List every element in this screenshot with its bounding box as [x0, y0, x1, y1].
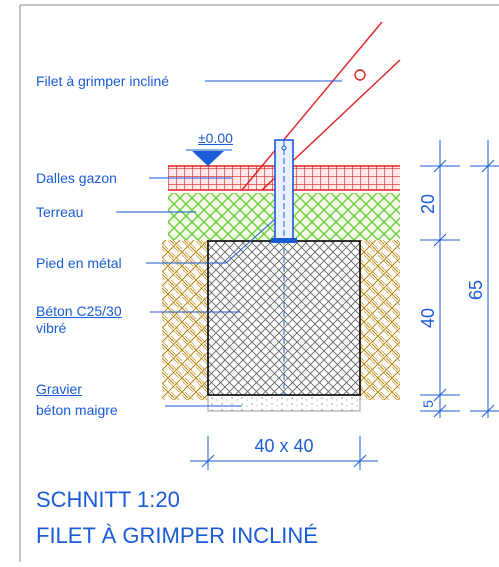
soil-backfill — [162, 240, 400, 400]
label-turf-paving: Dalles gazon — [36, 170, 117, 186]
label-concrete-sub: vibré — [36, 320, 67, 336]
label-inclined-net: Filet à grimper incliné — [36, 73, 170, 89]
gravel-bed — [207, 396, 361, 412]
label-level: ±0.00 — [198, 130, 233, 146]
label-gravel: Gravier — [36, 381, 82, 397]
dim-topsoil-text: 20 — [418, 194, 438, 214]
drawing-title-scale: SCHNITT 1:20 — [36, 487, 180, 512]
inclined-net — [241, 21, 401, 191]
concrete-foundation — [207, 240, 361, 396]
dimension-overall — [470, 140, 499, 418]
level-marker — [186, 149, 232, 166]
dim-gravel-text: 5 — [420, 400, 436, 408]
leader-lines — [116, 80, 342, 407]
dim-foundation-text: 40 — [418, 308, 438, 328]
dimension-chain-left — [420, 140, 460, 418]
dimension-footprint — [190, 436, 378, 470]
label-topsoil: Terreau — [36, 204, 84, 220]
dim-total-text: 65 — [466, 280, 486, 300]
dim-footprint-text: 40 x 40 — [254, 436, 313, 456]
sheet-frame — [19, 4, 499, 562]
drawing-title: FILET À GRIMPER INCLINÉ — [36, 523, 318, 548]
label-concrete: Béton C25/30 — [36, 303, 122, 319]
label-lean-concrete: béton maigre — [36, 402, 118, 418]
label-metal-post: Pied en métal — [36, 255, 122, 271]
metal-post — [271, 139, 297, 395]
